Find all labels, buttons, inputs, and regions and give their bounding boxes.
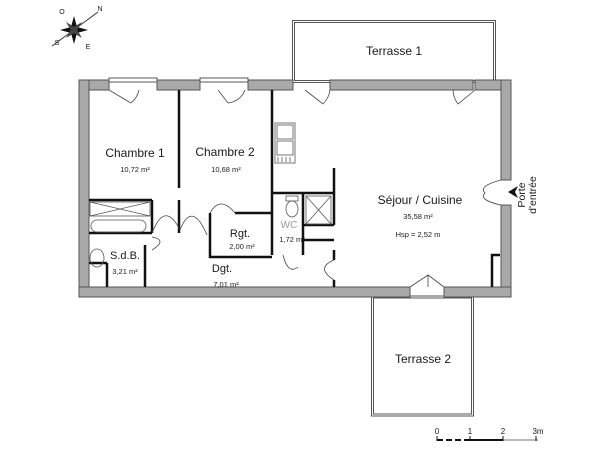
dgt-area: 7,01 m² bbox=[213, 280, 239, 289]
scale-tick-1: 1 bbox=[467, 427, 473, 436]
interior-partitions bbox=[89, 90, 500, 287]
compass-north-label: N bbox=[97, 6, 103, 13]
rgt-label: Rgt. bbox=[229, 228, 251, 240]
scale-bar bbox=[436, 436, 538, 441]
sdb-area: 3,21 m² bbox=[112, 267, 138, 276]
wc-area: 1,72 m² bbox=[279, 235, 305, 244]
compass-rose-icon bbox=[51, 11, 99, 47]
door-swings bbox=[108, 89, 502, 288]
dgt-label: Dgt. bbox=[211, 263, 233, 275]
chambre1-label: Chambre 1 bbox=[105, 146, 165, 160]
sejour-area: 35,58 m² bbox=[403, 212, 433, 221]
entrance-label: Porte d'entrée bbox=[516, 170, 541, 220]
chambre2-label: Chambre 2 bbox=[195, 145, 255, 159]
chambre2-area: 10,68 m² bbox=[211, 165, 241, 174]
terrasse1-label: Terrasse 1 bbox=[365, 44, 423, 58]
wc-label: WC bbox=[280, 220, 298, 231]
sdb-label: S.d.B. bbox=[110, 250, 140, 262]
compass-south-label: S bbox=[54, 40, 60, 47]
compass-east-label: E bbox=[85, 44, 91, 51]
fixtures bbox=[89, 122, 332, 268]
terrasse2-label: Terrasse 2 bbox=[394, 352, 452, 366]
sejour-label: Séjour / Cuisine bbox=[377, 193, 463, 207]
windows bbox=[108, 77, 249, 83]
compass-west-label: O bbox=[59, 9, 65, 16]
chambre1-area: 10,72 m² bbox=[120, 165, 150, 174]
entrance-label-line2: d'entrée bbox=[527, 176, 539, 214]
scale-tick-3: 3m bbox=[532, 427, 544, 436]
rgt-area: 2,00 m² bbox=[229, 242, 255, 251]
scale-tick-2: 2 bbox=[500, 427, 506, 436]
scale-tick-0: 0 bbox=[434, 427, 440, 436]
sejour-height: Hsp = 2,52 m bbox=[395, 230, 441, 239]
exterior-walls bbox=[78, 79, 512, 298]
entrance-arrow-icon bbox=[508, 186, 518, 198]
